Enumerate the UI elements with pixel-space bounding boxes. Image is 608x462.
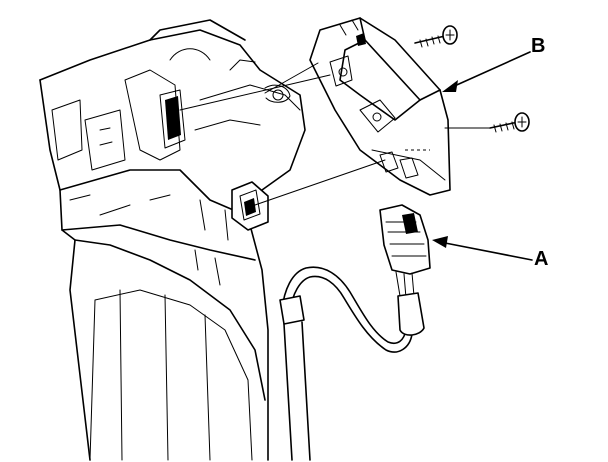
screw-lower [489,112,530,133]
lower-mount-bracket [231,181,269,231]
wire-harness [279,266,413,461]
screw-upper [414,25,458,48]
connector-a [379,204,431,336]
callout-a-label: A [534,248,549,270]
leader-arrow-a [432,236,533,261]
heater-housing [39,19,306,461]
control-module-b [309,17,451,196]
callout-b-label: B [531,35,546,57]
leader-arrow-b [442,51,531,92]
assembly-guide-lines [179,62,491,206]
